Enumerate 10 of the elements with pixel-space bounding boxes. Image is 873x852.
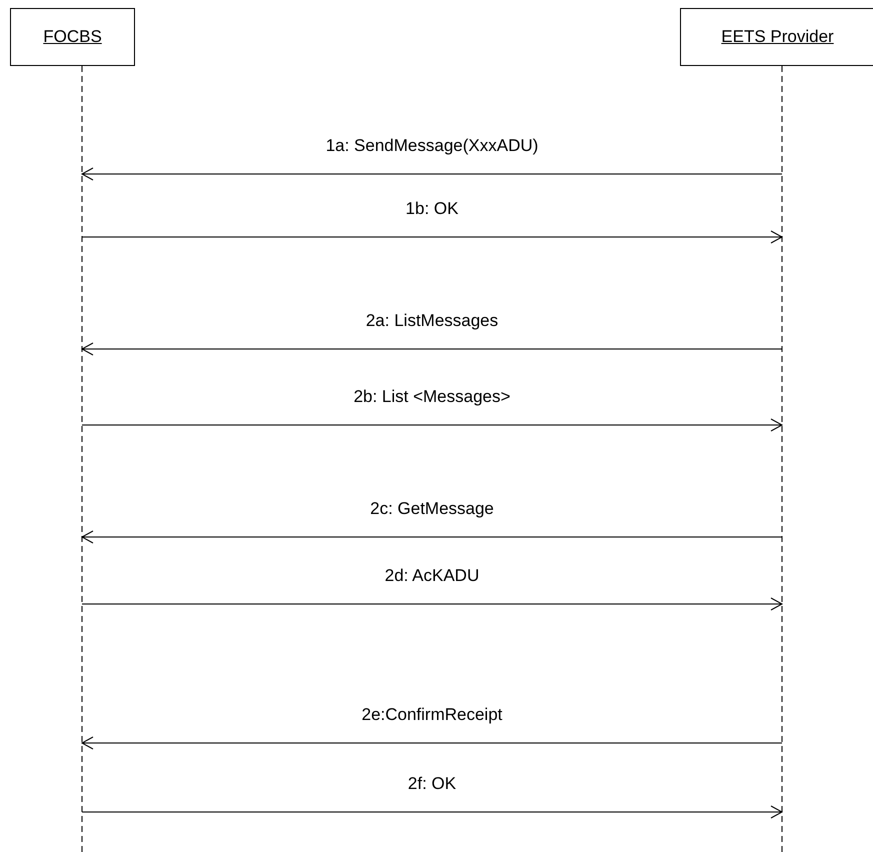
message-arrow bbox=[82, 806, 782, 818]
message-arrow bbox=[82, 598, 782, 610]
message-arrow bbox=[82, 230, 782, 244]
message-arrow bbox=[82, 418, 782, 432]
message-arrow bbox=[82, 342, 782, 356]
message-arrow bbox=[82, 736, 782, 750]
message-arrow bbox=[82, 168, 782, 180]
message-arrow bbox=[82, 530, 782, 544]
participant-name: FOCBS bbox=[43, 27, 102, 47]
participant-name: EETS Provider bbox=[721, 27, 834, 47]
